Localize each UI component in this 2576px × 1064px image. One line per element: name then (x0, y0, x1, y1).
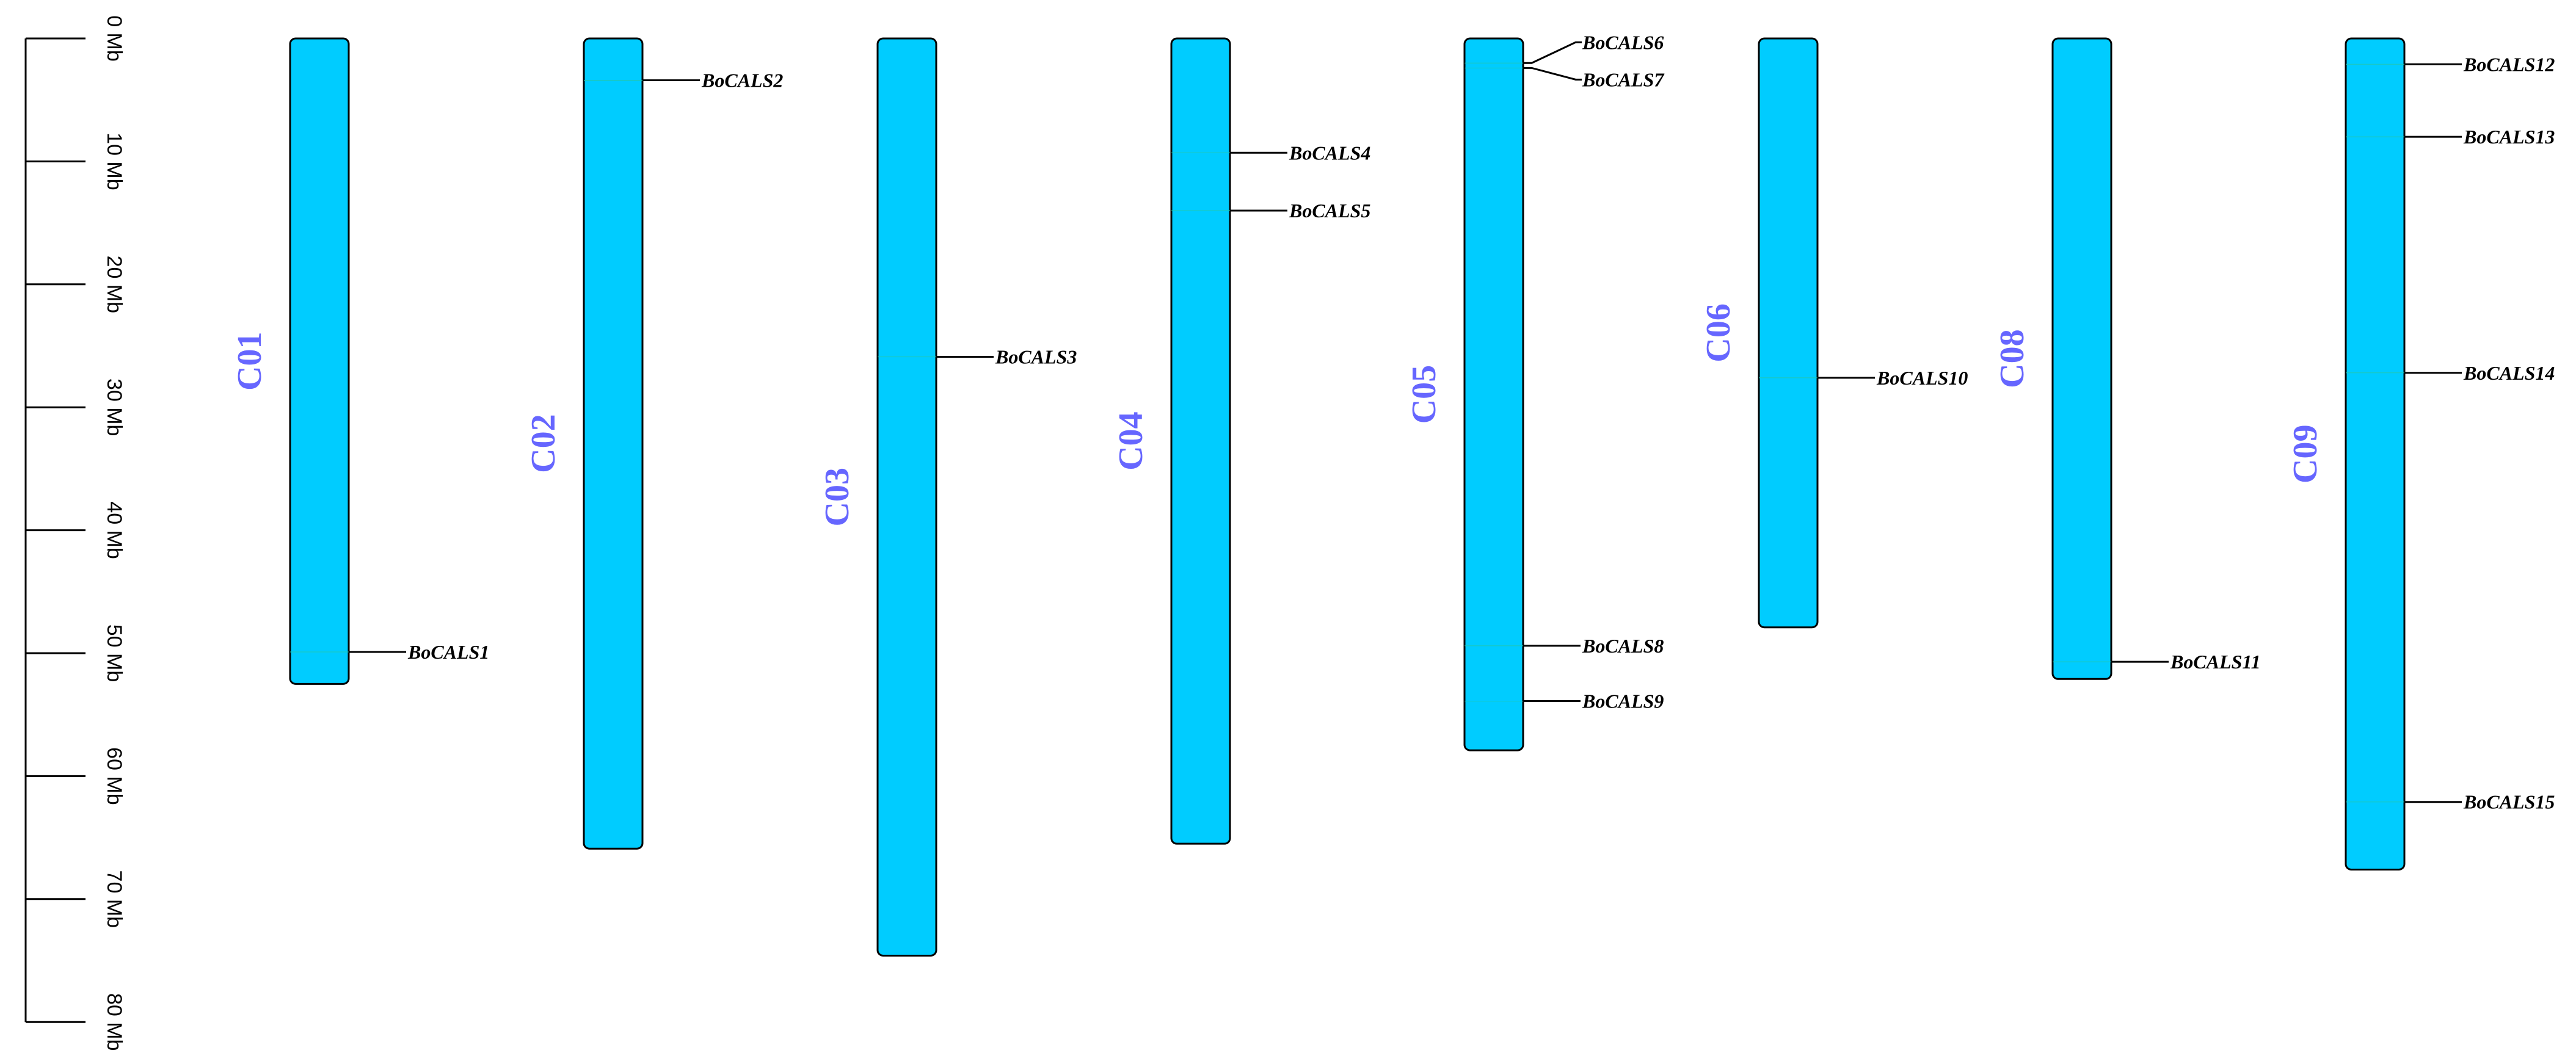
chromosome-label: C06 (1700, 303, 1737, 362)
gene-label: BoCALS5 (1289, 200, 1370, 222)
chromosome-label: C03 (818, 468, 856, 526)
axis-tick-label: 50 Mb (103, 624, 126, 682)
gene-marker-bocals5: BoCALS5 (1171, 200, 1370, 222)
axis-tick-label: 70 Mb (103, 870, 126, 928)
gene-label: BoCALS10 (1876, 367, 1968, 389)
chromosome-label: C02 (525, 414, 562, 472)
gene-label: BoCALS9 (1582, 690, 1664, 712)
chromosome-bar (1463, 37, 1524, 751)
chromosome-label: C04 (1112, 411, 1150, 470)
gene-marker-bocals14: BoCALS14 (2346, 362, 2555, 384)
axis-tick-label: 40 Mb (103, 501, 126, 559)
gene-label: BoCALS13 (2463, 126, 2555, 148)
gene-label: BoCALS12 (2463, 53, 2555, 75)
chromosome-bar (289, 37, 350, 685)
gene-connector (1523, 41, 1582, 64)
axis-tick-label: 20 Mb (103, 256, 126, 314)
gene-marker-bocals4: BoCALS4 (1171, 142, 1370, 164)
chromosomes: C01BoCALS1C02BoCALS2C03BoCALS3C04BoCALS4… (231, 31, 2555, 957)
gene-marker-bocals6: BoCALS6 (1464, 31, 1664, 64)
gene-marker-bocals9: BoCALS9 (1464, 690, 1664, 712)
chromosome-label: C08 (1993, 329, 2031, 388)
gene-label: BoCALS6 (1582, 31, 1664, 53)
chromosome-bar (583, 37, 644, 850)
gene-label: BoCALS15 (2463, 791, 2555, 813)
gene-marker-bocals12: BoCALS12 (2346, 53, 2555, 75)
axis-tick-label: 80 Mb (103, 993, 126, 1051)
scale-axis: 0 Mb 10 Mb 20 Mb 30 Mb 40 Mb 50 Mb 60 Mb 70 Mb 8… (24, 15, 126, 1051)
gene-marker-bocals11: BoCALS11 (2053, 651, 2261, 673)
axis-tick-label: 0 Mb (103, 15, 126, 62)
chromosome-bar (2345, 37, 2406, 870)
gene-marker-bocals13: BoCALS13 (2346, 126, 2555, 148)
gene-label: BoCALS8 (1582, 635, 1664, 657)
gene-marker-bocals8: BoCALS8 (1464, 635, 1664, 657)
chromosome-c03: C03 BoCALS3 (818, 37, 1077, 957)
axis-tick-label: 30 Mb (103, 378, 126, 436)
gene-label: BoCALS3 (995, 346, 1077, 368)
axis-tick-label: 60 Mb (103, 747, 126, 805)
chromosome-label: C05 (1405, 365, 1443, 424)
gene-connector (1523, 67, 1582, 81)
chromosome-bar (1758, 37, 1819, 629)
gene-label: BoCALS7 (1582, 68, 1665, 90)
gene-marker-bocals1: BoCALS1 (290, 641, 489, 663)
chromosome-bar (876, 37, 937, 957)
chromosome-label: C01 (231, 331, 269, 390)
gene-marker-bocals7: BoCALS7 (1464, 67, 1665, 90)
gene-marker-bocals2: BoCALS2 (584, 69, 783, 91)
chromosome-label: C09 (2287, 425, 2324, 483)
gene-marker-bocals10: BoCALS10 (1759, 367, 1968, 389)
gene-label: BoCALS11 (2170, 651, 2261, 673)
gene-label: BoCALS2 (701, 69, 783, 91)
axis-tick-label: 10 Mb (103, 132, 126, 190)
chromosome-bar (1170, 37, 1231, 845)
chromosome-c02: C02 BoCALS2 (525, 37, 783, 850)
gene-label: BoCALS14 (2463, 362, 2555, 384)
gene-marker-bocals3: BoCALS3 (878, 346, 1077, 368)
gene-label: BoCALS4 (1289, 142, 1370, 164)
gene-label: BoCALS1 (407, 641, 489, 663)
chromosome-bar (2051, 37, 2112, 680)
gene-marker-bocals15: BoCALS15 (2346, 791, 2555, 813)
